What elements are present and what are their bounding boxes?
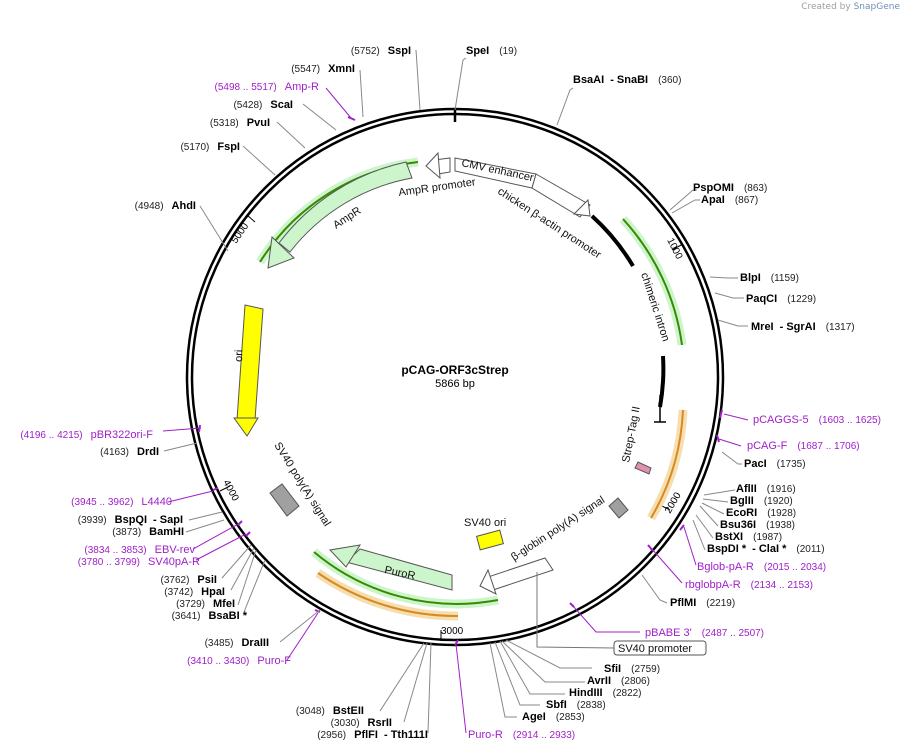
site-label-XmnI: (5547)XmnI [291,63,355,75]
feature-label-strep-tag: Strep-Tag II [620,405,643,463]
snapgene-credit: Created by SnapGene [801,2,900,12]
primer-label-pBABE-3: pBABE 3'(2487 .. 2507) [645,627,764,639]
primer-label-pCAGGS-5: pCAGGS-5(1603 .. 1625) [753,414,881,426]
site-label-SpeI: SpeI(19) [466,45,517,57]
site-label-AgeI: AgeI(2853) [522,711,585,723]
site-label-HpaI: (3742)HpaI [164,586,225,598]
site-label-DraIII: (3485)DraIII [205,637,269,649]
site-label-MfeI: (3729)MfeI [176,598,235,610]
site-leaders [163,49,748,734]
plasmid-name: pCAG-ORF3cStrep [401,363,508,377]
site-label-MreI: MreI- SgrAI(1317) [751,321,855,333]
site-label-EcoRI: EcoRI(1928) [726,507,796,519]
primer-label-pBR322ori-F: (4196 .. 4215)pBR322ori-F [20,429,153,441]
primer-label-Bglob-pA-R: Bglob-pA-R(2015 .. 2034) [697,561,826,573]
primer-leaders [162,87,749,734]
primer-labels: pCAGGS-5(1603 .. 1625) pCAG-F(1687 .. 17… [20,81,881,741]
site-label-BspDI: BspDI *- ClaI *(2011) [707,543,825,555]
site-label-AflII: AflII(1916) [736,483,796,495]
site-label-PflMI: PflMI(2219) [670,597,735,609]
site-labels-left: (2956)PflFI- Tth111I (3030)RsrII (3048)B… [78,45,428,741]
site-label-BsaBI: (3641)BsaBI * [172,610,248,622]
site-label-RsrII: (3030)RsrII [331,717,392,729]
primer-label-pCAG-F: pCAG-F(1687 .. 1706) [747,440,860,452]
site-label-BstXI: BstXI(1987) [715,531,782,543]
plasmid-length: 5866 bp [435,378,475,390]
credit-text: Created by [801,2,851,12]
site-label-BsaAI: BsaAI- SnaBI(360) [573,74,681,86]
site-label-BstEII: (3048)BstEII [296,705,364,717]
site-label-PaqCI: PaqCI(1229) [746,293,816,305]
tick-label-1000: 1000 [664,236,684,261]
feature-label-ori: ori [233,349,245,362]
site-label-SbfI: SbfI(2838) [546,699,606,711]
site-label-PspOMI: PspOMI(863) [693,182,767,194]
site-label-SfiI: SfiI(2759) [604,663,660,675]
site-label-PsiI: (3762)PsiI [161,574,217,586]
site-label-PvuI: (5318)PvuI [210,117,270,129]
site-label-DrdI: (4163)DrdI [100,446,159,458]
site-label-BamHI: (3873)BamHI [112,526,184,538]
site-label-BlpI: BlpI(1159) [740,272,799,284]
site-label-BspQI: (3939)BspQI- SapI [78,514,183,526]
primer-label-Amp-R: (5498 .. 5517)Amp-R [215,81,320,93]
primer-label-Puro-R: Puro-R(2914 .. 2933) [468,729,575,741]
feature-label-ampr-promoter: AmpR promoter [398,176,477,199]
site-label-ApaI: ApaI(867) [701,194,758,206]
site-label-ScaI: (5428)ScaI [233,99,293,111]
primer-label-L4440: (3945 .. 3962)L4440 [71,496,172,508]
tick-label-3000: 3000 [441,626,464,637]
primer-label-SV40pA-R: (3780 .. 3799)SV40pA-R [78,556,200,568]
site-label-FspI: (5170)FspI [180,141,240,153]
tick-label-5000: 5000 [229,221,251,246]
snapgene-logo-text: SnapGene [853,2,900,12]
feature-label-sv40-ori: SV40 ori [464,517,506,529]
site-label-AvrII: AvrII(2806) [587,675,650,687]
feature-label-sv40-polya: SV40 poly(A) signal [271,440,332,528]
feature-label-sv40-promoter: SV40 promoter [618,643,692,655]
site-label-AhdI: (4948)AhdI [135,200,196,212]
primer-label-Puro-F: (3410 .. 3430)Puro-F [187,655,291,667]
site-label-HindIII: HindIII(2822) [569,687,642,699]
site-label-Bsu36I: Bsu36I(1938) [720,519,795,531]
primer-label-rbglobpA-R: rbglobpA-R(2134 .. 2153) [685,579,813,591]
primer-label-EBV-rev: (3834 .. 3853)EBV-rev [84,544,195,556]
site-label-BglII: BglII(1920) [730,495,793,507]
site-label-PacI: PacI(1735) [744,458,806,470]
site-label-PflFI: (2956)PflFI- Tth111I [317,729,428,741]
site-label-SspI: (5752)SspI [351,45,411,57]
feature-label-beta-globin-polya: β-globin poly(A) signal [509,494,607,563]
site-labels: SpeI(19) BsaAI- SnaBI(360) PspOMI(863) A… [466,45,855,723]
